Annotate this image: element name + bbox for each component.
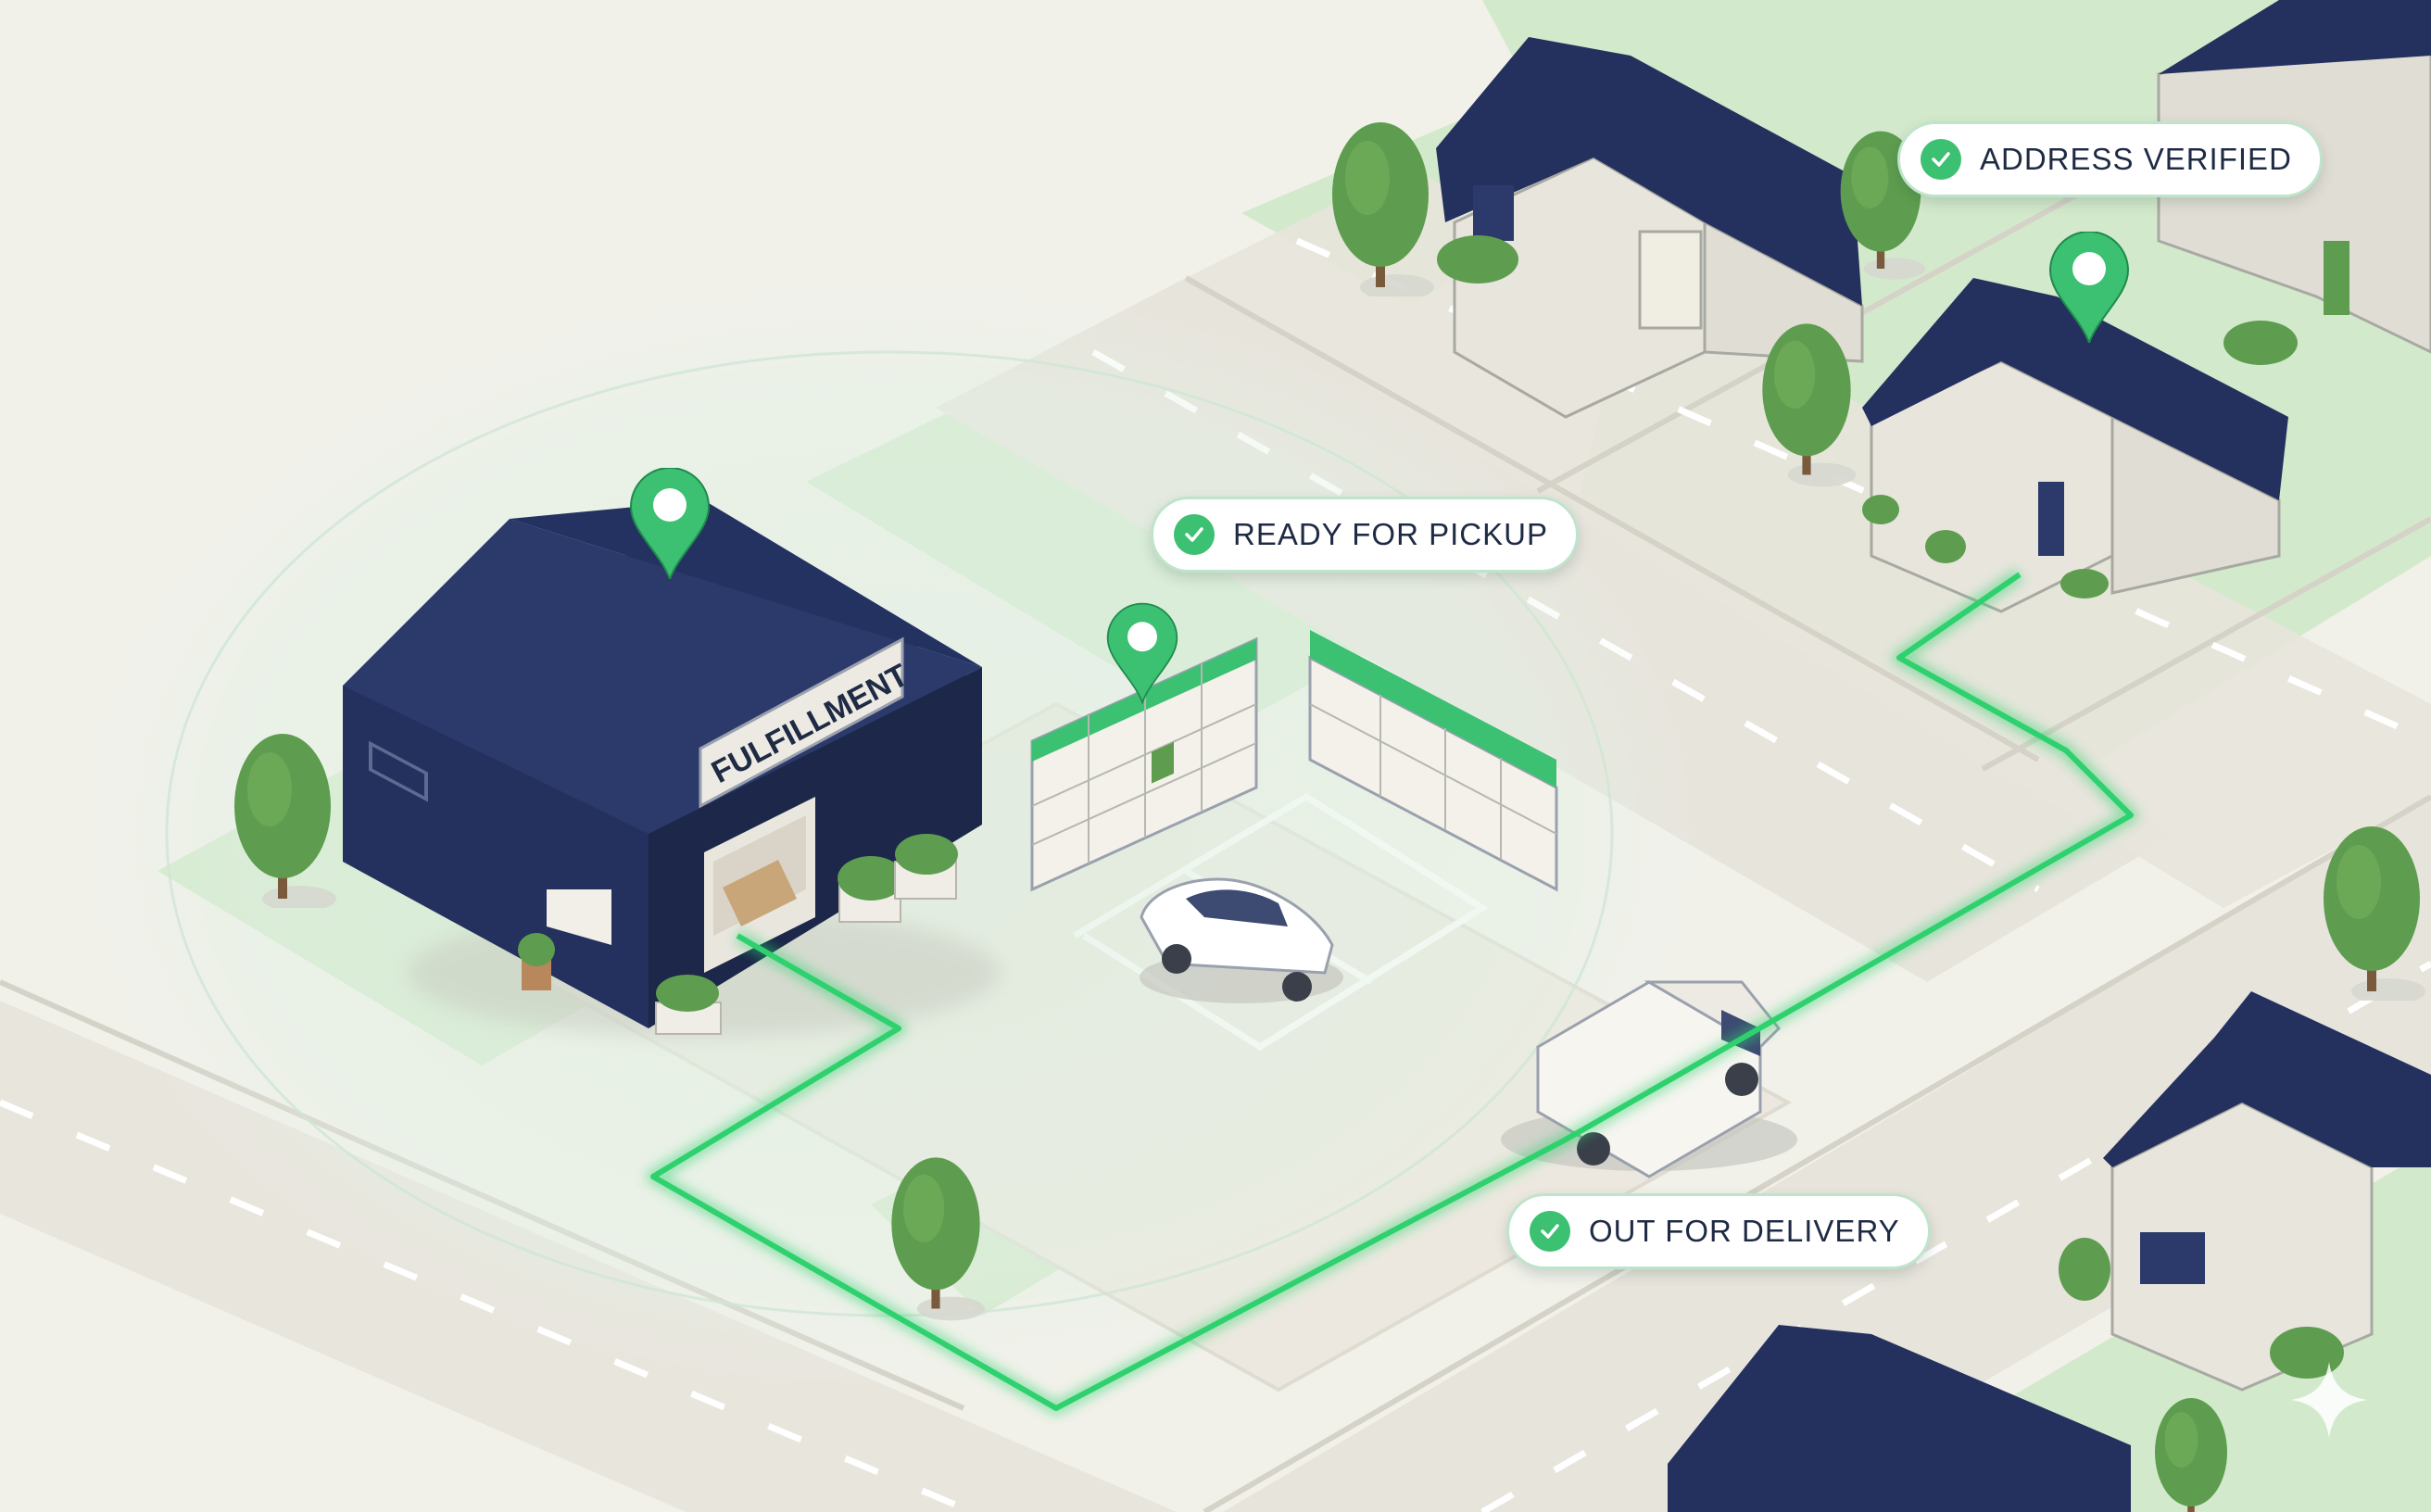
status-label: READY FOR PICKUP bbox=[1233, 517, 1548, 551]
status-label: ADDRESS VERIFIED bbox=[1980, 142, 2292, 176]
shrubs bbox=[1437, 235, 2344, 1379]
sparkle-icon bbox=[2291, 1362, 2367, 1438]
house-center-right bbox=[1862, 278, 2288, 613]
status-label: OUT FOR DELIVERY bbox=[1589, 1214, 1900, 1248]
parcel-locker-left bbox=[1030, 636, 1258, 892]
fulfillment-building bbox=[343, 500, 1001, 1038]
house-bottom-right bbox=[2103, 991, 2431, 1392]
status-chip-ready-for-pickup: READY FOR PICKUP bbox=[1151, 497, 1579, 573]
parked-car bbox=[1140, 877, 1343, 1003]
planters bbox=[518, 834, 958, 1035]
status-chip-address-verified: ADDRESS VERIFIED bbox=[1897, 121, 2323, 197]
house-bottom-center bbox=[1668, 1325, 2131, 1512]
check-icon bbox=[1530, 1211, 1570, 1252]
parcel-locker-right bbox=[1308, 630, 1558, 892]
delivery-route bbox=[646, 568, 2138, 1416]
status-chip-out-for-delivery: OUT FOR DELIVERY bbox=[1506, 1193, 1931, 1269]
house-top-left bbox=[1436, 37, 1864, 419]
check-icon bbox=[1921, 139, 1961, 180]
check-icon bbox=[1174, 514, 1215, 555]
